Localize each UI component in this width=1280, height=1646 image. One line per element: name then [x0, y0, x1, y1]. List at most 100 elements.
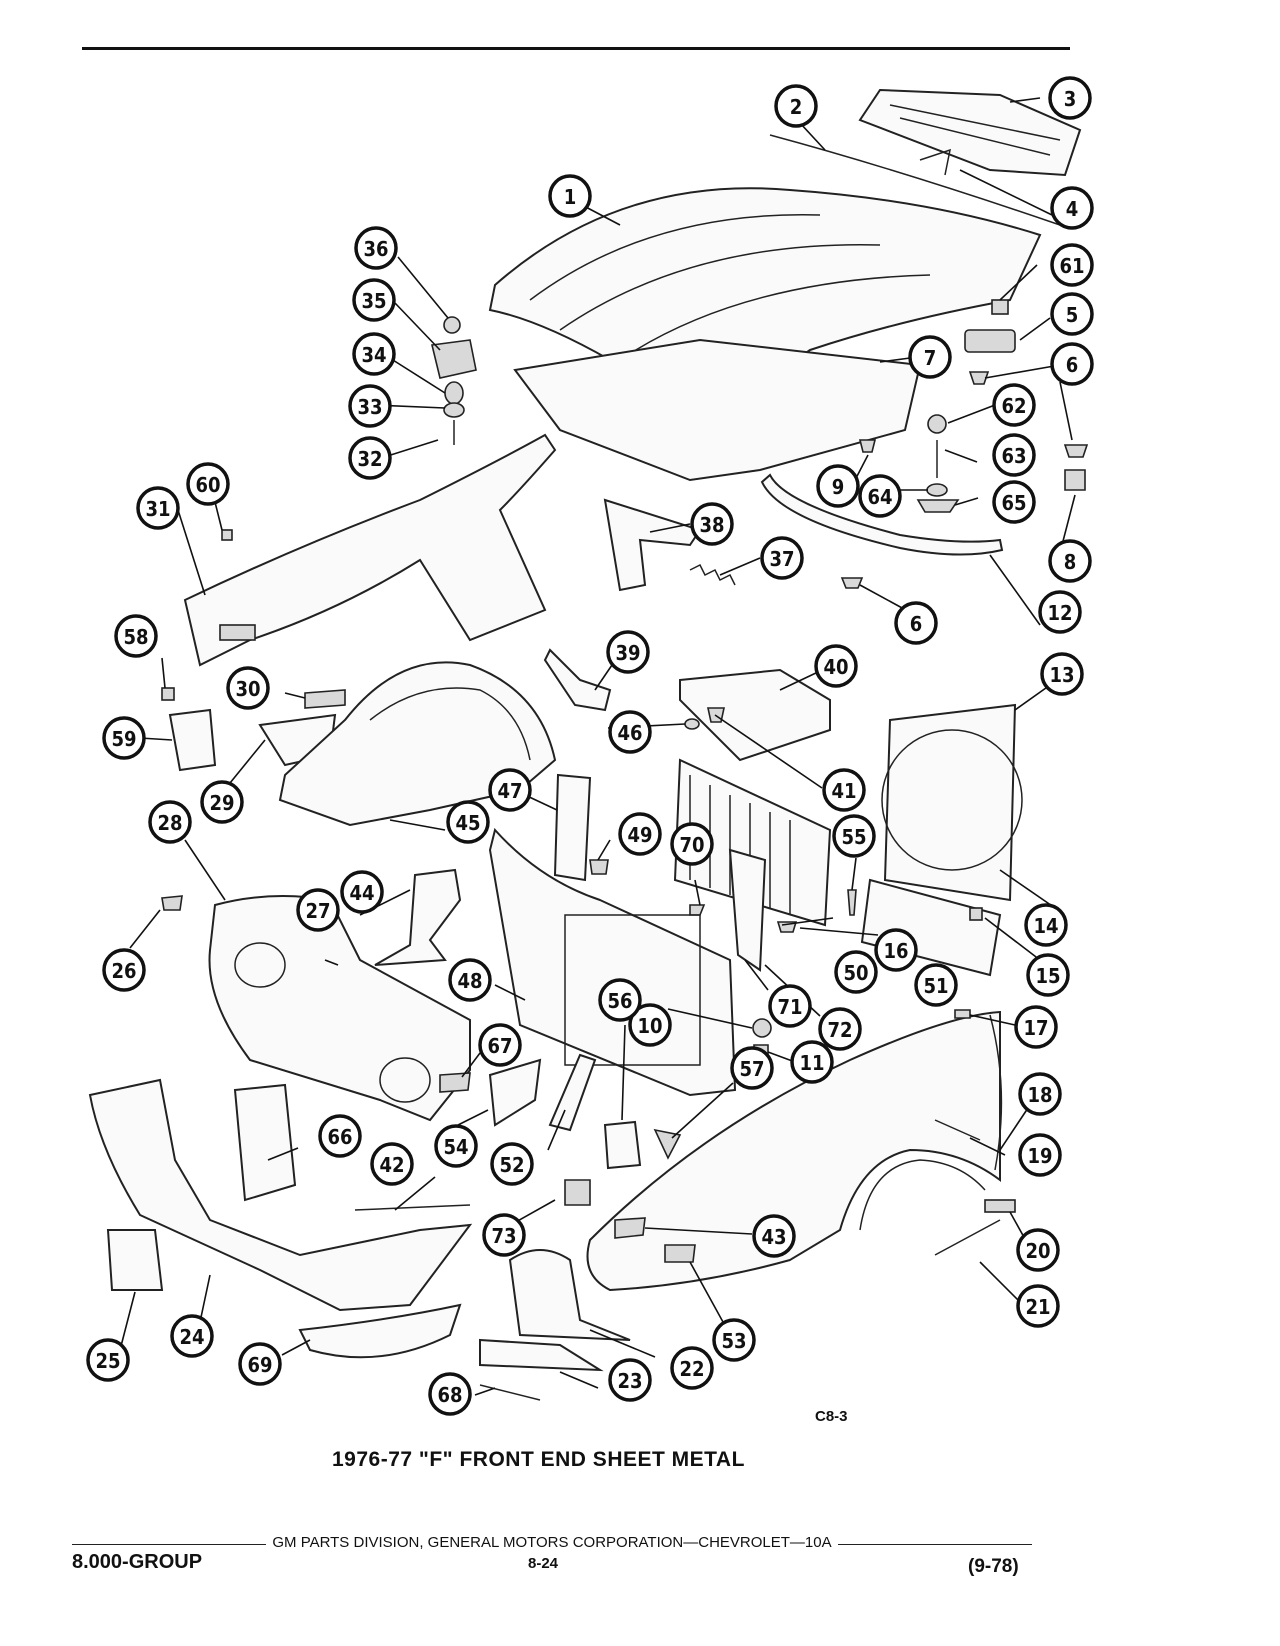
callout-59: 59	[102, 716, 146, 760]
svg-text:58: 58	[123, 625, 148, 649]
callout-8: 8	[1048, 539, 1092, 583]
callout-68: 68	[428, 1372, 472, 1416]
callout-20: 20	[1016, 1228, 1060, 1272]
part-71	[728, 848, 767, 972]
svg-text:32: 32	[357, 447, 382, 471]
callout-40: 40	[814, 644, 858, 688]
callout-62: 62	[992, 383, 1036, 427]
part-28	[208, 895, 471, 1122]
svg-text:33: 33	[357, 395, 382, 419]
svg-text:44: 44	[349, 881, 374, 905]
part-51	[860, 878, 1002, 977]
diagram-title: 1976-77 "F" FRONT END SHEET METAL	[332, 1448, 745, 1471]
svg-text:49: 49	[627, 823, 652, 847]
svg-text:4: 4	[1066, 197, 1079, 221]
svg-text:69: 69	[247, 1353, 272, 1377]
callout-73: 73	[482, 1213, 526, 1257]
svg-text:11: 11	[799, 1051, 824, 1075]
svg-text:41: 41	[831, 779, 856, 803]
svg-text:46: 46	[617, 721, 642, 745]
part-hood-insulator	[513, 338, 922, 482]
callout-52: 52	[490, 1142, 534, 1186]
callout-13: 13	[1040, 652, 1084, 696]
callout-29: 29	[200, 780, 244, 824]
svg-text:70: 70	[679, 833, 704, 857]
svg-text:16: 16	[883, 939, 908, 963]
part-25	[106, 1229, 164, 1291]
callout-11: 11	[790, 1040, 834, 1084]
svg-text:21: 21	[1025, 1295, 1050, 1319]
diagram-code: C8-3	[815, 1408, 848, 1425]
svg-text:28: 28	[157, 811, 182, 835]
callout-33: 33	[348, 384, 392, 428]
svg-text:45: 45	[455, 811, 480, 835]
svg-text:2: 2	[790, 95, 803, 119]
callout-35: 35	[352, 278, 396, 322]
svg-text:56: 56	[607, 989, 632, 1013]
svg-text:55: 55	[841, 825, 866, 849]
svg-text:42: 42	[379, 1153, 404, 1177]
callout-45: 45	[446, 800, 490, 844]
callout-9: 9	[816, 464, 860, 508]
svg-text:10: 10	[637, 1014, 662, 1038]
svg-text:3: 3	[1064, 87, 1077, 111]
part-40	[679, 668, 831, 762]
svg-text:35: 35	[361, 289, 386, 313]
callout-64: 64	[858, 474, 902, 518]
callout-39: 39	[606, 630, 650, 674]
svg-text:39: 39	[615, 641, 640, 665]
svg-text:31: 31	[145, 497, 170, 521]
svg-text:62: 62	[1001, 394, 1026, 418]
part-cowl-grille	[858, 88, 1082, 177]
part-66	[233, 1083, 297, 1202]
svg-text:6: 6	[910, 612, 923, 636]
callout-34: 34	[352, 332, 396, 376]
callout-38: 38	[690, 502, 734, 546]
part-23	[479, 1338, 604, 1372]
part-54	[488, 1058, 542, 1127]
part-38	[603, 498, 702, 592]
svg-text:9: 9	[832, 475, 845, 499]
svg-text:20: 20	[1025, 1239, 1050, 1263]
callout-5: 5	[1050, 292, 1094, 336]
svg-text:61: 61	[1059, 254, 1084, 278]
callout-21: 21	[1016, 1284, 1060, 1328]
svg-text:71: 71	[777, 995, 802, 1019]
svg-text:7: 7	[924, 346, 937, 370]
callout-15: 15	[1026, 953, 1070, 997]
svg-text:26: 26	[111, 959, 136, 983]
part-24	[88, 1078, 473, 1312]
svg-text:48: 48	[457, 969, 482, 993]
part-12	[760, 473, 1004, 556]
svg-text:23: 23	[617, 1369, 642, 1393]
callout-14: 14	[1024, 903, 1068, 947]
callout-63: 63	[992, 433, 1036, 477]
callout-31: 31	[136, 486, 180, 530]
callout-61: 61	[1050, 243, 1094, 287]
svg-text:73: 73	[491, 1224, 516, 1248]
callout-32: 32	[348, 436, 392, 480]
callout-30: 30	[226, 666, 270, 710]
svg-text:66: 66	[327, 1125, 352, 1149]
svg-text:25: 25	[95, 1349, 120, 1373]
svg-text:34: 34	[361, 343, 386, 367]
svg-text:24: 24	[179, 1325, 204, 1349]
svg-text:22: 22	[679, 1357, 704, 1381]
svg-text:51: 51	[923, 974, 948, 998]
svg-text:27: 27	[305, 899, 330, 923]
svg-text:64: 64	[867, 485, 892, 509]
callout-70: 70	[670, 822, 714, 866]
svg-text:1: 1	[564, 185, 577, 209]
footer-date: (9-78)	[968, 1556, 1019, 1577]
part-45	[278, 661, 557, 827]
callout-1: 1	[548, 174, 592, 218]
callout-18: 18	[1018, 1072, 1062, 1116]
callout-67: 67	[478, 1023, 522, 1067]
footer-page-number: 8-24	[528, 1555, 559, 1572]
callout-72: 72	[818, 1007, 862, 1051]
svg-text:67: 67	[487, 1034, 512, 1058]
callout-55: 55	[832, 814, 876, 858]
callout-56: 56	[598, 978, 642, 1022]
part-5	[964, 329, 1016, 353]
callout-36: 36	[354, 226, 398, 270]
